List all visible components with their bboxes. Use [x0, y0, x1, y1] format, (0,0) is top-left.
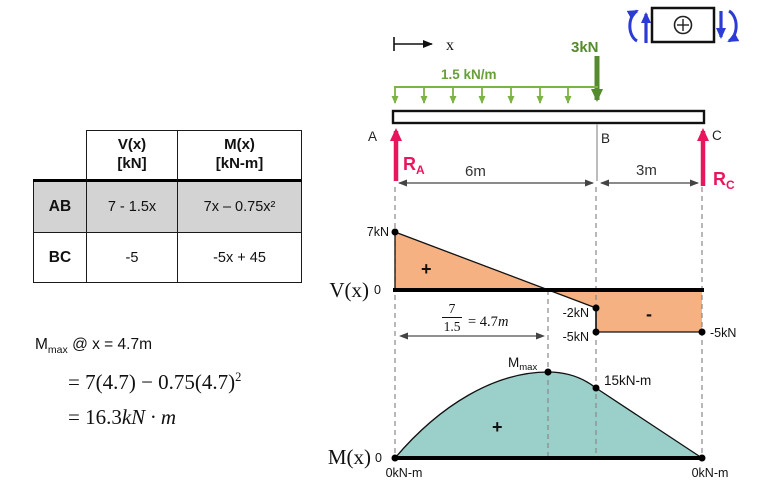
data-points [391, 228, 706, 462]
shear-axis-label: V(x) [329, 278, 369, 302]
moment-b-value: 15kN-m [604, 373, 651, 388]
moment-max-label: Mmax [508, 355, 537, 373]
table-cell-v-ab: 7 - 1.5x [87, 182, 178, 233]
shear-c-value: -5kN [710, 326, 736, 340]
x-axis-marker: x [393, 37, 454, 54]
support-b-label: B [601, 131, 610, 146]
moment-labels: M(x) 0 Mmax 15kN-m 0kN-m 0kN-m + [328, 355, 729, 480]
reaction-c-label: RC [713, 169, 735, 192]
moment-zero-left-value: 0kN-m [386, 466, 423, 480]
support-a-label: A [368, 129, 377, 144]
table-header-v: V(x) [kN] [87, 130, 178, 182]
reaction-a-label: RA [403, 154, 425, 177]
point-load-label: 3kN [571, 39, 599, 56]
svg-text:7: 7 [449, 301, 456, 316]
moment-zero-right-value: 0kN-m [692, 466, 729, 480]
shear-labels: V(x) 0 7kN -2kN -5kN -5kN + - 7 1.5 = 4.… [329, 225, 736, 344]
table-corner-cell [33, 130, 87, 182]
shear-start-value: 7kN [367, 225, 389, 239]
mmax-statement: Mmax @ x = 4.7m [35, 336, 152, 357]
vm-equation-table: V(x) [kN] M(x) [kN-m] AB 7 - 1.5x 7x – 0… [33, 130, 302, 283]
beam-dimensions: 6m 3m [398, 162, 699, 187]
shear-diagram-outline [394, 231, 702, 333]
moment-axis-label: M(x) [328, 445, 371, 469]
x-axis-label: x [446, 37, 454, 54]
shear-b-lower-value: -5kN [563, 330, 589, 344]
table-cell-m-bc: -5x + 45 [178, 233, 302, 283]
shear-b-upper-value: -2kN [563, 306, 589, 320]
dim-ab-label: 6m [465, 163, 486, 180]
distributed-load-label: 1.5 kN/m [441, 67, 497, 82]
table-row-label-bc: BC [33, 233, 87, 283]
plus-circle-icon [673, 15, 693, 35]
moment-zero-label: 0 [375, 451, 382, 465]
zero-crossing-fraction: 7 1.5 = 4.7m [442, 301, 508, 334]
cw-moment-arrow-icon [727, 9, 740, 43]
table-cell-v-bc: -5 [87, 233, 178, 283]
table-row-label-ab: AB [33, 182, 87, 233]
shear-negative-sign: - [646, 304, 652, 324]
moment-positive-sign: + [492, 417, 503, 437]
dim-bc-label: 3m [636, 162, 657, 179]
table-header-m: M(x) [kN-m] [178, 130, 302, 182]
shear-zero-label: 0 [374, 283, 381, 297]
support-c-label: C [712, 128, 722, 143]
mmax-substitution: = 7(4.7) − 0.75(4.7)2 [68, 370, 242, 395]
beam-figure: 3kN 1.5 kN/m A B C RA [368, 39, 735, 192]
shear-positive-sign: + [421, 259, 432, 279]
mmax-calculation: Mmax @ x = 4.7m = 7(4.7) − 0.75(4.7)2 = … [35, 336, 315, 430]
ccw-moment-arrow-icon [626, 9, 639, 43]
distributed-load [391, 86, 598, 104]
table-cell-m-ab: 7x – 0.75x² [178, 182, 302, 233]
sign-convention [626, 6, 740, 44]
moment-curve [394, 371, 703, 459]
svg-text:= 4.7m: = 4.7m [468, 314, 508, 330]
svg-text:1.5: 1.5 [444, 319, 461, 334]
mmax-result: = 16.3kN · m [68, 405, 177, 430]
beam-bar [391, 109, 706, 125]
